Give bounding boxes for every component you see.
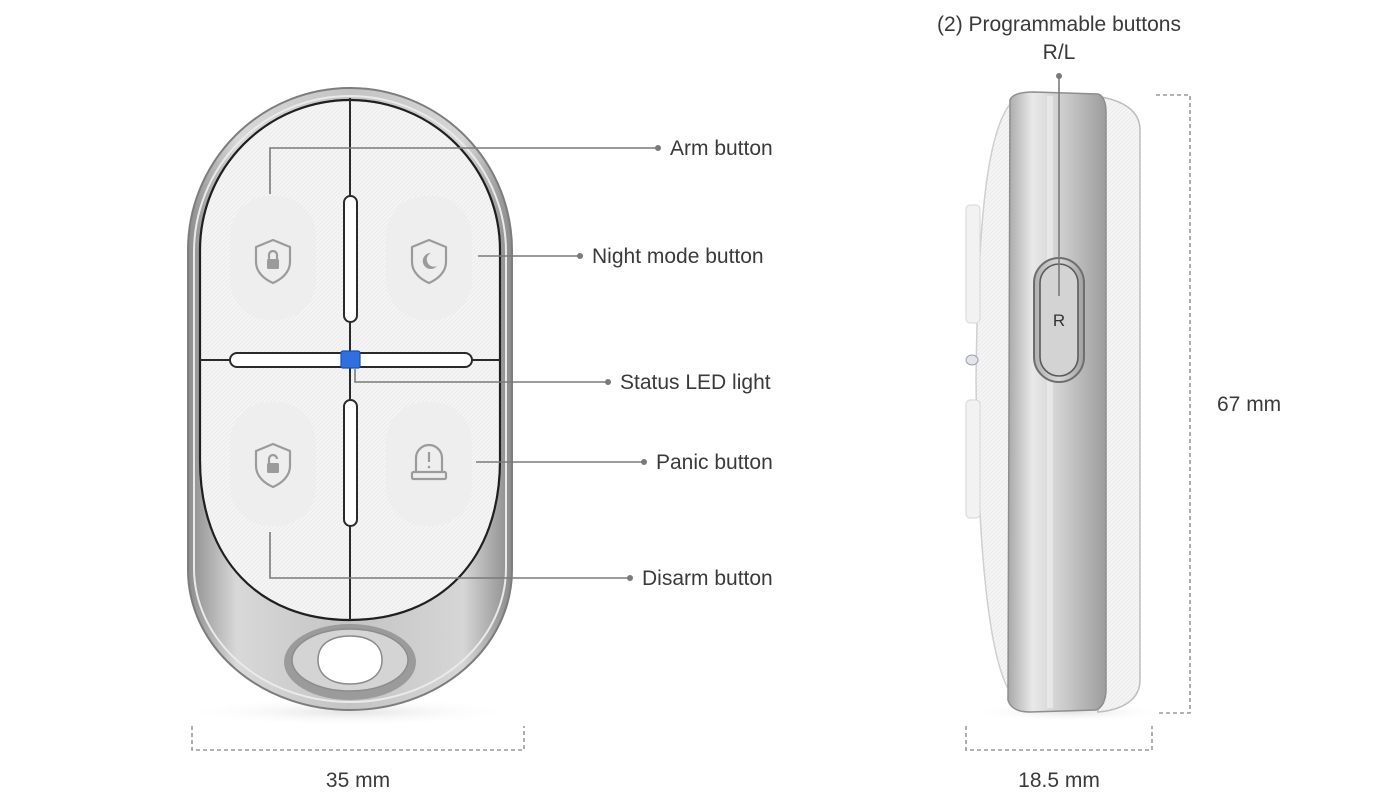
depth-dimension-line xyxy=(965,726,1153,751)
label-night-mode-button: Night mode button xyxy=(592,245,764,268)
divider-bar-bottom xyxy=(343,399,358,527)
keyring-hole xyxy=(317,635,383,685)
programmable-leader-dot xyxy=(1056,73,1062,79)
dimension-depth: 18.5 mm xyxy=(1018,769,1100,792)
side-button-r-letter: R xyxy=(1052,311,1066,330)
night-mode-button[interactable] xyxy=(386,196,472,320)
side-metal-band xyxy=(1007,91,1107,713)
status-led xyxy=(340,350,361,369)
front-leader-dots xyxy=(577,145,661,581)
side-front-edge xyxy=(975,101,1011,695)
label-panic-button: Panic button xyxy=(656,451,773,474)
shield-moon-icon xyxy=(410,238,448,285)
front-shadow xyxy=(180,698,520,726)
alarm-bell-icon xyxy=(410,443,448,481)
side-led-edge xyxy=(965,354,979,366)
panic-button[interactable] xyxy=(386,402,472,526)
label-status-led: Status LED light xyxy=(620,371,771,394)
label-arm-button: Arm button xyxy=(670,137,773,160)
frame-highlight xyxy=(193,95,507,703)
divider-bar-top xyxy=(343,195,358,323)
front-leader-lines xyxy=(269,147,658,579)
height-dimension-line xyxy=(1156,94,1191,714)
side-button-stub-top xyxy=(965,204,981,324)
width-dimension-line xyxy=(191,726,525,751)
shield-unlock-icon xyxy=(254,442,292,489)
dimension-width: 35 mm xyxy=(325,769,391,792)
label-programmable-rl: R/L xyxy=(1042,41,1076,64)
label-disarm-button: Disarm button xyxy=(642,567,773,590)
side-button-stub-bottom xyxy=(965,399,981,519)
dimension-height: 67 mm xyxy=(1217,393,1282,416)
label-programmable-buttons: (2) Programmable buttons xyxy=(937,13,1181,36)
shield-lock-icon xyxy=(254,238,292,285)
arm-button[interactable] xyxy=(230,196,316,320)
